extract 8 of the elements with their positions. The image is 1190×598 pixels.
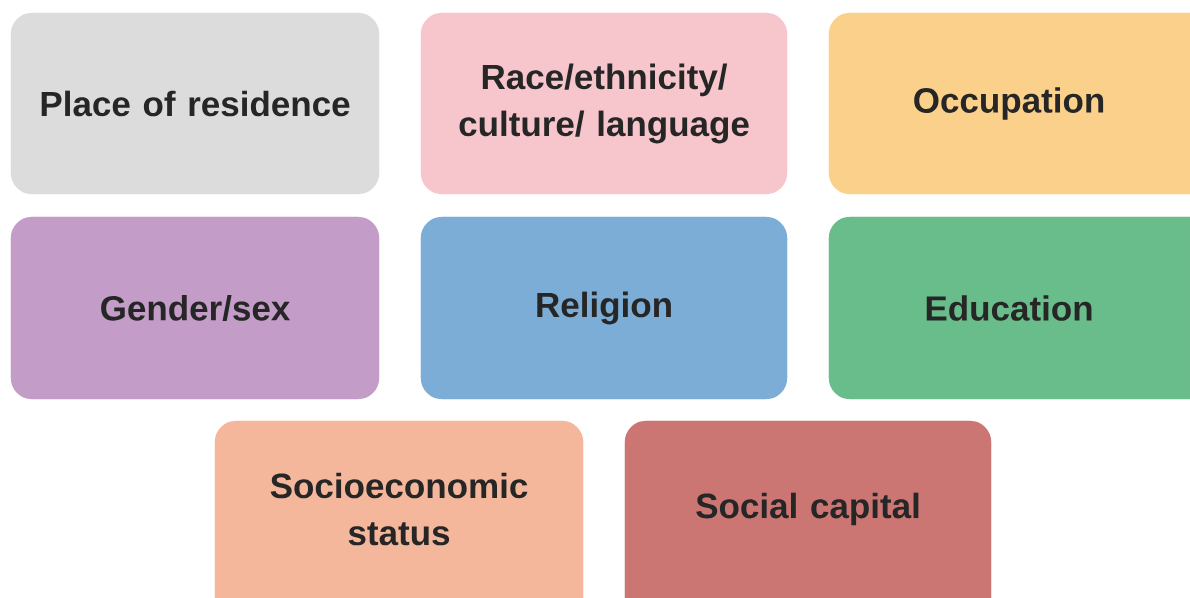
category-box: Occupation <box>827 11 1190 196</box>
category-box: Socioeconomic status <box>213 419 585 598</box>
category-box: Place of residence <box>9 11 381 196</box>
category-box: Race/ethnicity/ culture/ language <box>419 11 789 196</box>
category-box: Social capital <box>623 419 993 598</box>
category-box: Education <box>827 215 1190 401</box>
category-box: Gender/sex <box>9 215 381 401</box>
category-box: Religion <box>419 215 789 401</box>
